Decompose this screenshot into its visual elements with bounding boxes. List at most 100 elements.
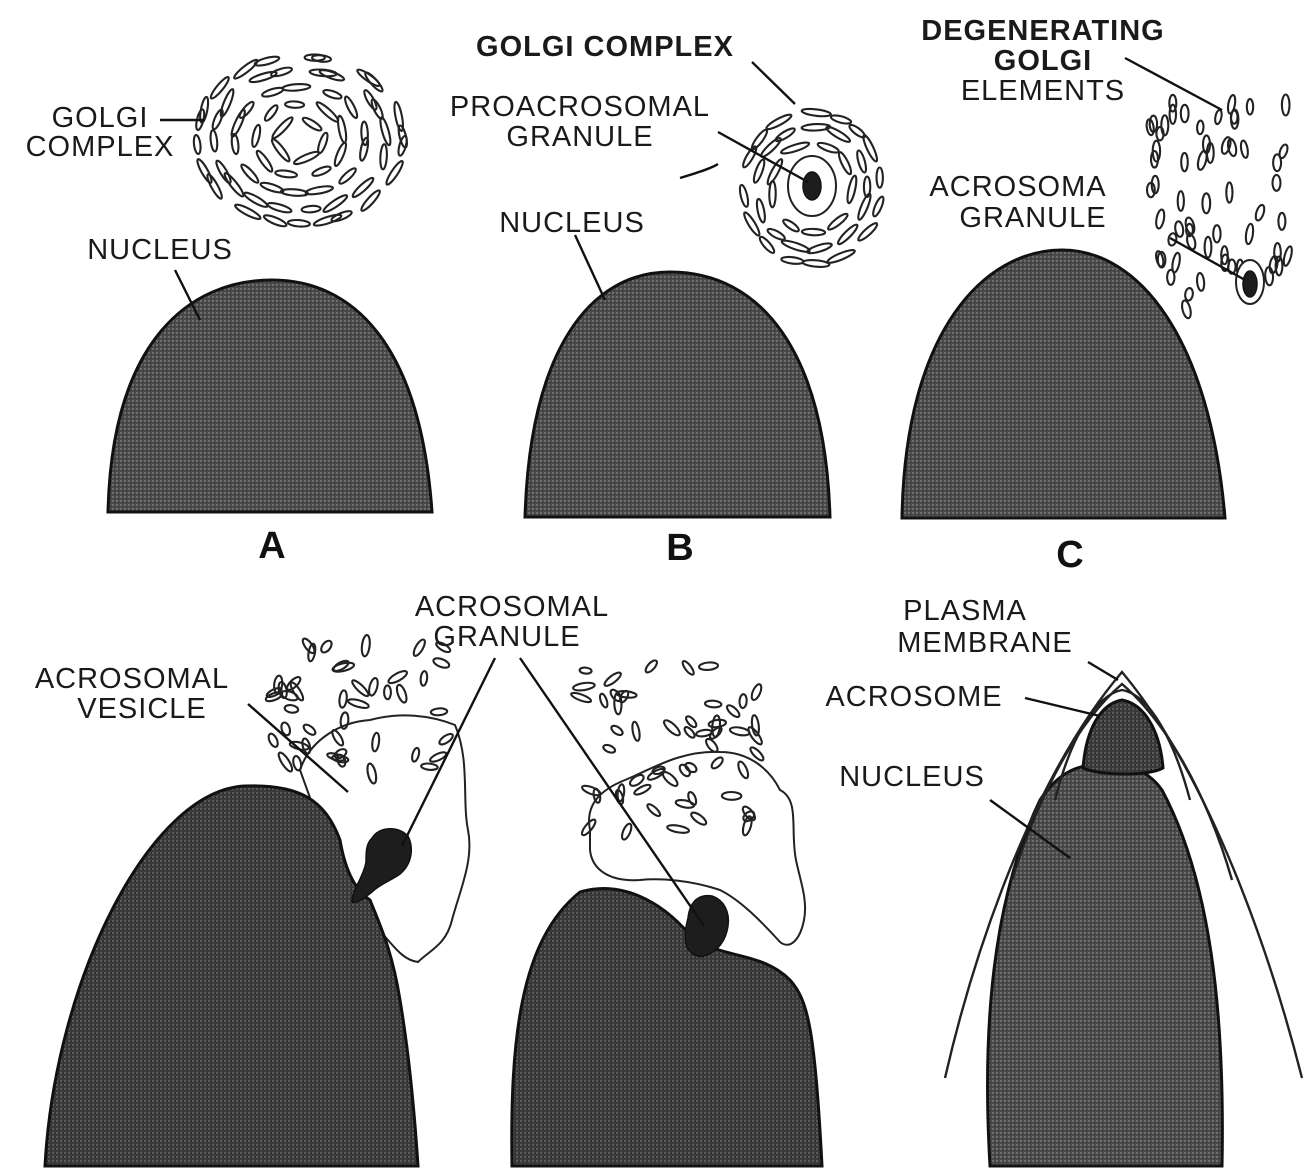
- label-nucleus-b: NUCLEUS: [499, 207, 645, 239]
- golgi-cisterna: [725, 703, 741, 719]
- nucleus-c: [902, 250, 1225, 518]
- panel-a: GOLGI COMPLEX NUCLEUS A: [26, 54, 432, 567]
- golgi-cisterna: [573, 681, 596, 691]
- golgi-cisterna: [837, 151, 853, 176]
- golgi-cisterna: [311, 165, 331, 178]
- golgi-cisterna: [1181, 153, 1188, 171]
- golgi-cisterna: [699, 662, 719, 671]
- leader-degenerating-c: [1125, 58, 1222, 110]
- golgi-cisterna: [205, 173, 224, 200]
- panel-d: ACROSOMAL VESICLE: [35, 635, 495, 1166]
- golgi-cisterna: [267, 201, 293, 214]
- golgi-cisterna: [705, 700, 722, 708]
- golgi-cisterna: [384, 685, 391, 699]
- golgi-cisterna: [239, 163, 260, 185]
- golgi-cisterna: [420, 671, 428, 686]
- golgi-cisterna: [293, 150, 321, 167]
- golgi-cisterna: [781, 256, 804, 265]
- golgi-cisterna: [254, 55, 280, 68]
- golgi-cisterna: [738, 184, 749, 207]
- golgi-cisterna: [387, 669, 409, 686]
- panel-e: ACROSOMAL GRANULE: [415, 591, 822, 1166]
- label-nucleus-a: NUCLEUS: [87, 234, 233, 266]
- label-acrosomal-granule-line2: GRANULE: [433, 621, 580, 653]
- golgi-cisterna: [1197, 120, 1204, 134]
- golgi-cisterna: [1202, 193, 1210, 213]
- golgi-cisterna: [766, 227, 786, 242]
- golgi-cisterna: [263, 104, 280, 123]
- golgi-cisterna: [662, 718, 682, 738]
- golgi-cisterna: [846, 175, 858, 204]
- golgi-cisterna: [336, 115, 347, 143]
- golgi-cisterna: [826, 248, 856, 265]
- golgi-cisterna: [270, 137, 292, 163]
- leader-golgi-b: [752, 62, 795, 104]
- panel-letter-a: A: [258, 525, 285, 567]
- golgi-complex-a: [193, 54, 409, 228]
- golgi-cisterna: [282, 83, 310, 91]
- nucleus-b: [525, 272, 830, 517]
- label-nucleus-f: NUCLEUS: [839, 761, 985, 793]
- golgi-cisterna: [222, 171, 245, 198]
- golgi-cisterna: [755, 198, 766, 223]
- golgi-cisterna: [288, 219, 310, 227]
- golgi-cisterna: [1178, 191, 1184, 211]
- leader-nucleus-b: [575, 235, 605, 300]
- golgi-cisterna: [1247, 99, 1253, 114]
- golgi-cisterna: [1205, 237, 1212, 258]
- golgi-cisterna: [195, 158, 214, 185]
- golgi-cisterna: [1226, 182, 1232, 202]
- label-plasma-line2: MEMBRANE: [897, 627, 1073, 659]
- golgi-cisterna: [681, 660, 696, 677]
- leader-acrosoma-c: [1170, 238, 1245, 280]
- golgi-cisterna: [610, 724, 624, 737]
- golgi-cisterna: [782, 218, 801, 234]
- panel-letter-b: B: [666, 527, 693, 569]
- golgi-cisterna: [315, 100, 340, 124]
- leader-acrosome-f: [1025, 698, 1100, 716]
- panel-letter-c: C: [1056, 534, 1083, 576]
- golgi-cisterna: [270, 66, 293, 78]
- golgi-cisterna: [1155, 209, 1166, 229]
- golgi-cisterna: [284, 704, 299, 714]
- golgi-cisterna: [302, 723, 317, 737]
- label-acrosoma-line2: GRANULE: [959, 202, 1106, 234]
- golgi-cisterna: [631, 721, 641, 741]
- golgi-cisterna: [836, 223, 859, 247]
- label-acrosome-f: ACROSOME: [825, 681, 1002, 713]
- golgi-cisterna: [1273, 175, 1281, 191]
- golgi-cisterna: [255, 149, 275, 173]
- golgi-cisterna: [432, 656, 450, 669]
- golgi-cisterna: [1161, 115, 1168, 135]
- golgi-cisterna: [802, 228, 825, 235]
- golgi-cisterna: [238, 100, 256, 120]
- label-proacrosomal-line1: PROACROSOMAL: [450, 91, 710, 123]
- golgi-cisterna: [431, 708, 448, 716]
- panel-b: GOLGI COMPLEX PROACROSOMAL GRANULE NUCLE…: [450, 31, 886, 569]
- golgi-cisterna: [825, 125, 852, 144]
- golgi-cisterna: [378, 117, 392, 146]
- golgi-cisterna: [343, 95, 359, 119]
- golgi-cisterna: [347, 698, 369, 710]
- golgi-cisterna: [1254, 204, 1266, 222]
- label-golgi-complex-b: GOLGI COMPLEX: [476, 31, 734, 63]
- acrosomal-granule-e: [685, 896, 728, 957]
- degenerating-golgi-c: [1146, 94, 1294, 319]
- golgi-cisterna: [826, 212, 849, 232]
- proacrosomal-granule-b: [803, 172, 821, 200]
- golgi-cisterna: [1181, 105, 1189, 122]
- golgi-cisterna: [817, 141, 840, 155]
- golgi-cisterna: [395, 684, 409, 704]
- golgi-cisterna: [281, 188, 308, 196]
- golgi-cisterna: [333, 142, 348, 168]
- label-acrosomal-granule-line1: ACROSOMAL: [415, 591, 609, 623]
- panel-c: DEGENERATING GOLGI ELEMENTS ACROSOMA GRA…: [902, 15, 1293, 576]
- golgi-cisterna: [1214, 109, 1223, 124]
- golgi-cisterna: [267, 732, 280, 748]
- golgi-cisterna: [801, 108, 831, 118]
- golgi-cisterna: [752, 158, 766, 183]
- golgi-cisterna: [243, 190, 269, 209]
- golgi-cisterna: [579, 667, 592, 674]
- golgi-cisterna: [332, 661, 355, 673]
